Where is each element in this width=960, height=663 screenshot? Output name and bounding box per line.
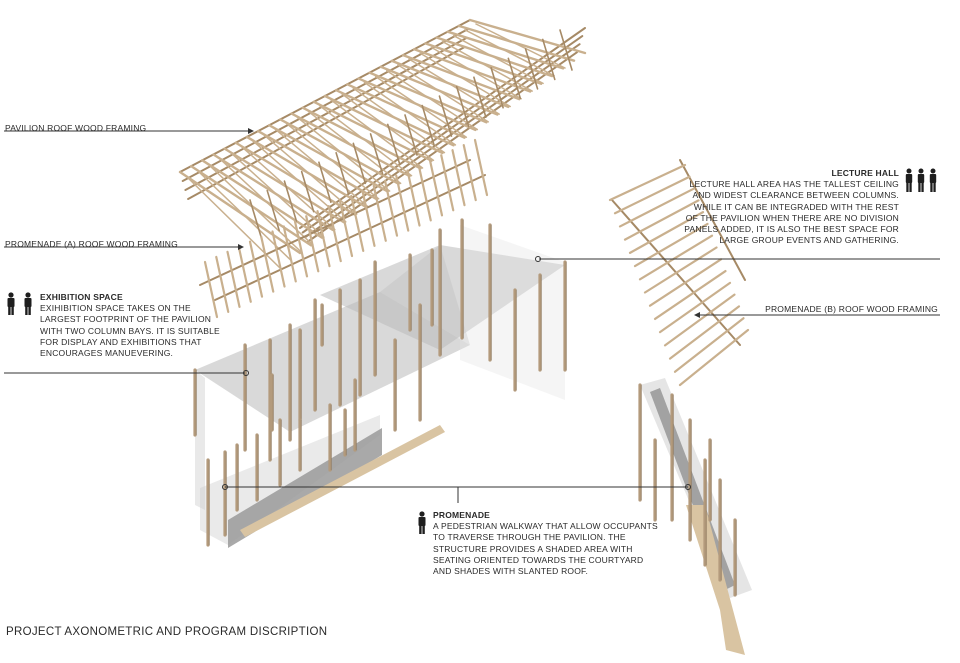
leader-lines [4,128,940,503]
lecture-hall-title: LECTURE HALL [831,168,899,178]
promenade-a-roof-framing [199,138,489,319]
exhibition-space-title: EXHIBITION SPACE [40,292,123,302]
person-icon [416,511,428,540]
exhibition-space-text: EXIHIBITION SPACE TAKES ON THE LARGEST F… [40,303,220,359]
floor-slabs [195,225,752,655]
label-promenade-b-roof: PROMENADE (B) ROOF WOOD FRAMING [765,304,938,314]
promenade-text: A PEDESTRIAN WALKWAY THAT ALLOW OCCUPANT… [433,521,658,577]
lecture-hall-text: LECTURE HALL AREA HAS THE TALLEST CEILIN… [684,179,899,246]
promenade-description: PROMENADE A PEDESTRIAN WALKWAY THAT ALLO… [433,510,658,577]
page-title: PROJECT AXONOMETRIC AND PROGRAM DISCRIPT… [6,626,328,638]
three-people-icon [904,168,940,199]
label-pavilion-roof: PAVILION ROOF WOOD FRAMING [5,123,147,133]
lecture-hall-description: LECTURE HALL LECTURE HALL AREA HAS THE T… [684,168,899,246]
two-people-icon [4,292,38,321]
pavilion-roof-framing [178,18,587,269]
label-promenade-a-roof: PROMENADE (A) ROOF WOOD FRAMING [5,239,178,249]
promenade-title: PROMENADE [433,510,491,520]
promenade-b-roof-framing [608,159,750,387]
exhibition-space-description: EXHIBITION SPACE EXIHIBITION SPACE TAKES… [40,292,220,359]
wood-columns [193,218,737,597]
